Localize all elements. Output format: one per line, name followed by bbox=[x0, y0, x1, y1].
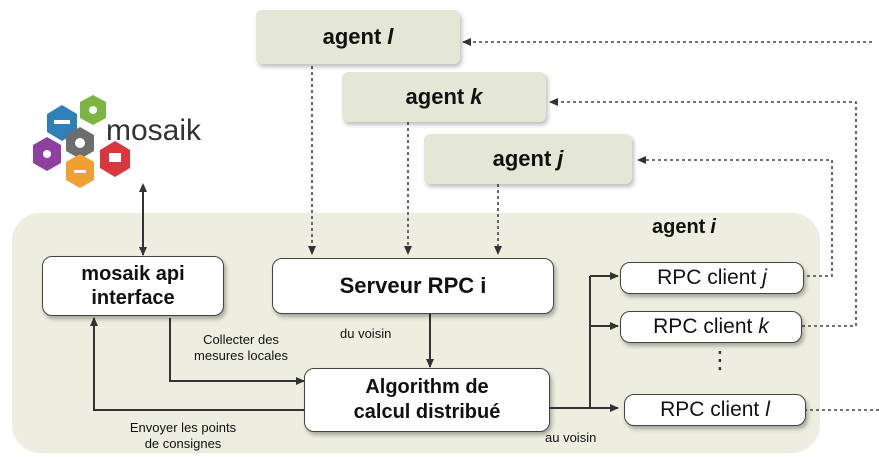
agent-i-id: i bbox=[710, 216, 716, 238]
rpc-server-label: Serveur RPC i bbox=[339, 273, 487, 298]
agent-l-label: agent bbox=[322, 24, 382, 49]
agent-k-label: agent bbox=[405, 84, 465, 109]
algorithm-line1: Algorithm de bbox=[365, 376, 489, 398]
rpc-client-j-id: j bbox=[762, 266, 767, 289]
to-neighbor-label: au voisin bbox=[545, 430, 597, 445]
collect-measures-arrow bbox=[169, 318, 305, 385]
agent-j-label: agent bbox=[492, 146, 552, 171]
collect-measures-label: Collecter des mesures locales bbox=[180, 332, 302, 364]
rpc-client-j-label: RPC client bbox=[657, 266, 757, 289]
rpc-client-k-label: RPC client bbox=[653, 315, 753, 338]
algorithm-box: Algorithm de calcul distribué bbox=[304, 368, 550, 432]
rpc-client-l-label: RPC client bbox=[660, 398, 760, 421]
collect-line2: mesures locales bbox=[194, 348, 288, 363]
mosaik-logo-text: mosaik bbox=[106, 114, 202, 147]
mosaik-logo-icon bbox=[33, 95, 130, 188]
rpc-server-box: Serveur RPC i bbox=[272, 258, 554, 314]
agent-i-label: agent bbox=[652, 216, 706, 238]
agent-j-id: j bbox=[557, 146, 564, 171]
rpc-client-k-id: k bbox=[758, 315, 769, 338]
from-neighbor-label: du voisin bbox=[340, 326, 392, 341]
agent-k-id: k bbox=[470, 84, 483, 109]
client-k-to-agent-k-arrow bbox=[549, 98, 857, 327]
send-line1: Envoyer les points bbox=[129, 420, 237, 435]
send-setpoints-arrow bbox=[90, 317, 304, 411]
mosaik-api-interface-box: mosaik api interface bbox=[42, 256, 224, 316]
api-box-line1: mosaik api bbox=[81, 263, 185, 285]
send-setpoints-label: Envoyer les points de consignes bbox=[108, 420, 258, 452]
client-j-to-agent-j-arrow bbox=[637, 156, 833, 277]
agent-l-id: l bbox=[387, 24, 394, 49]
algorithm-line2: calcul distribué bbox=[353, 401, 501, 423]
clients-ellipsis: ⋮ bbox=[708, 347, 732, 374]
send-line2: de consignes bbox=[144, 436, 222, 451]
api-box-line2: interface bbox=[91, 287, 175, 309]
collect-line1: Collecter des bbox=[203, 332, 279, 347]
rpc-client-l-id: l bbox=[765, 398, 770, 421]
